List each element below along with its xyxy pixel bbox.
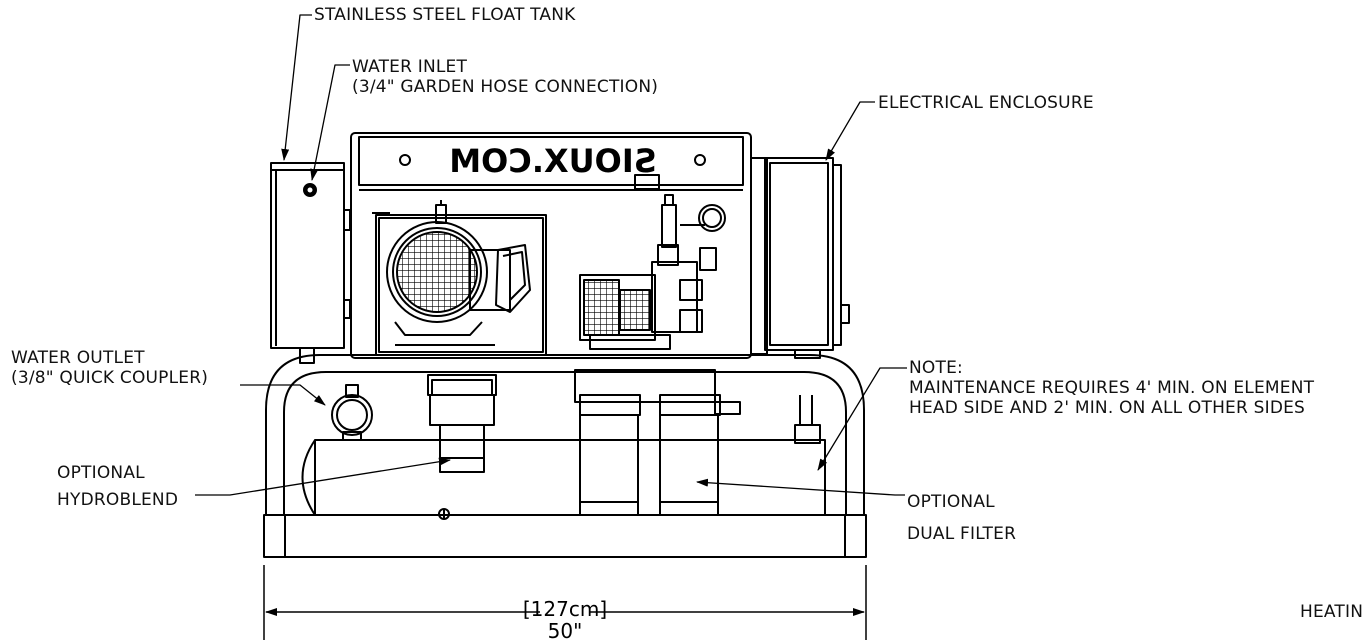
electrical-enclosure-label: ELECTRICAL ENCLOSURE	[878, 93, 1094, 113]
dual-filter-line2: DUAL FILTER	[907, 524, 1017, 544]
water-inlet-line1: WATER INLET	[352, 57, 468, 77]
water-outlet-label: WATER OUTLET (3/8" QUICK COUPLER)	[11, 348, 208, 388]
maintenance-note: NOTE: MAINTENANCE REQUIRES 4' MIN. ON EL…	[909, 358, 1314, 418]
hydroblend-line2: HYDROBLEND	[57, 490, 179, 510]
water-inlet-label: WATER INLET (3/4" GARDEN HOSE CONNECTION…	[352, 57, 658, 97]
leader-lines	[195, 14, 907, 496]
dimension-label: [127cm] 50"	[515, 598, 615, 642]
dimension-metric: [127cm]	[522, 597, 608, 621]
float-tank	[270, 162, 351, 364]
water-outlet-line2: (3/8" QUICK COUPLER)	[11, 368, 209, 388]
heating-label-cut: HEATIN	[1300, 602, 1364, 622]
water-outlet-coupler	[331, 384, 373, 441]
motor	[375, 200, 547, 356]
hydroblend	[427, 374, 497, 473]
width-dimension	[263, 565, 867, 640]
hydroblend-label: OPTIONAL HYDROBLEND	[57, 460, 178, 514]
electrical-enclosure	[750, 157, 850, 359]
water-outlet-line1: WATER OUTLET	[11, 348, 145, 368]
hydroblend-line1: OPTIONAL	[57, 463, 145, 483]
logo-text: SIOUX.COM	[449, 142, 657, 180]
float-tank-label: STAINLESS STEEL FLOAT TANK	[314, 5, 576, 25]
dual-filter-line1: OPTIONAL	[907, 492, 995, 512]
pump	[579, 194, 726, 350]
dimension-imperial: 50"	[547, 619, 583, 643]
water-inlet-line2: (3/4" GARDEN HOSE CONNECTION)	[352, 77, 659, 97]
dual-filter-label: OPTIONAL DUAL FILTER	[907, 486, 1016, 550]
note-title: NOTE:	[909, 358, 963, 378]
note-line2: HEAD SIDE AND 2' MIN. ON ALL OTHER SIDES	[909, 398, 1306, 418]
dual-filter	[574, 369, 741, 516]
heating-tank	[301, 395, 826, 520]
note-line1: MAINTENANCE REQUIRES 4' MIN. ON ELEMENT	[909, 378, 1315, 398]
